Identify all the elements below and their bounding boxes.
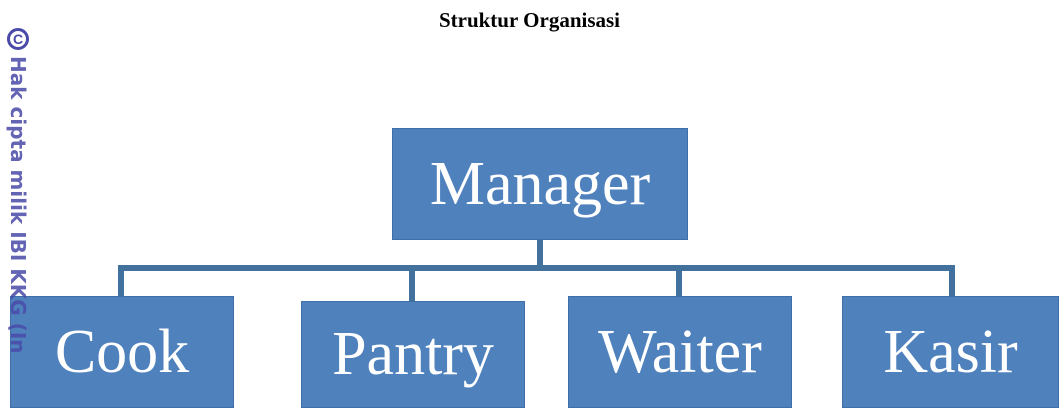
- watermark-text: Hak cipta milik IBI KKG (In: [6, 56, 30, 354]
- pantry-node: Pantry: [301, 301, 525, 408]
- connector-joint: [409, 265, 540, 275]
- manager-node: Manager: [392, 128, 688, 240]
- copyright-icon: C: [7, 28, 29, 50]
- waiter-node: Waiter: [568, 296, 792, 408]
- copyright-watermark: C Hak cipta milik IBI KKG (In: [4, 6, 34, 408]
- kasir-node: Kasir: [842, 296, 1059, 408]
- diagram-title: Struktur Organisasi: [438, 8, 621, 32]
- cook-node: Cook: [10, 296, 234, 408]
